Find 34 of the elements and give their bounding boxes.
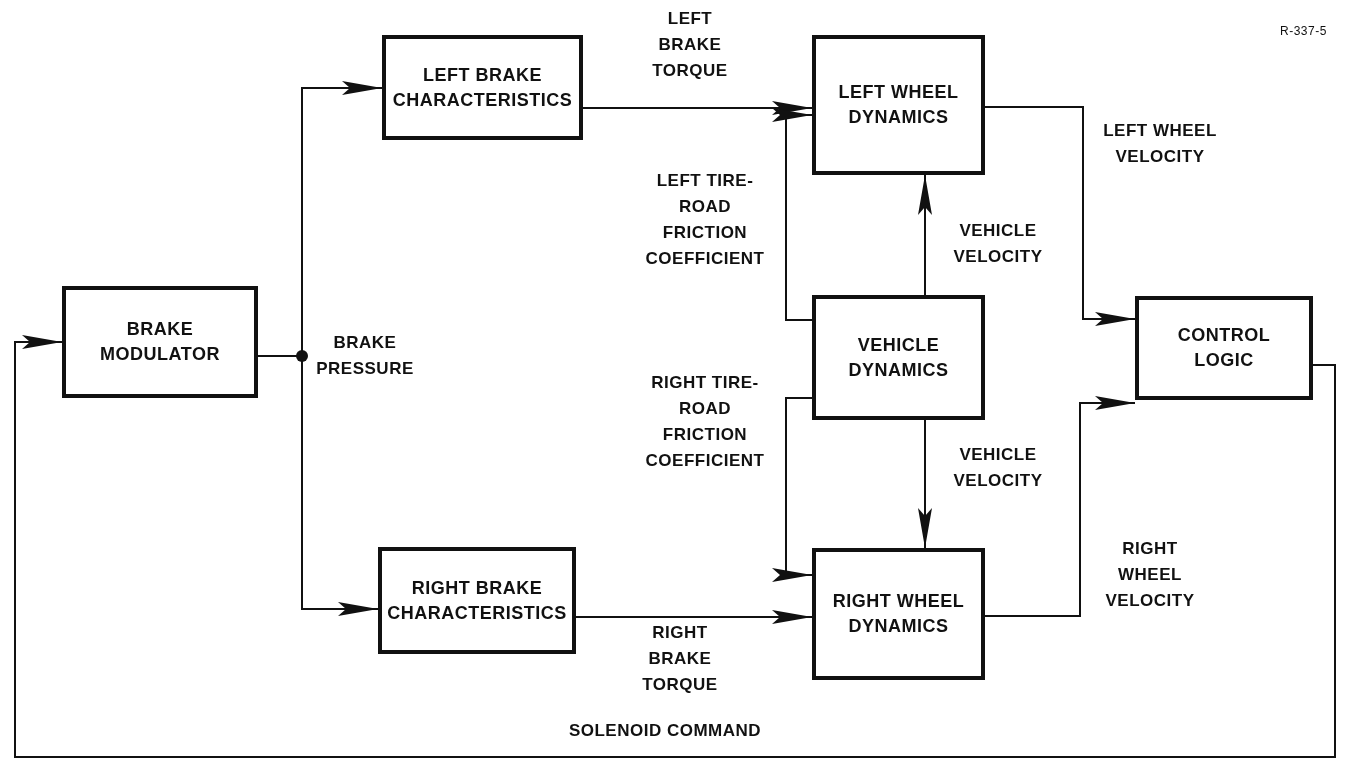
block-label: RIGHT BRAKE CHARACTERISTICS [387, 576, 567, 625]
block-box [378, 547, 576, 654]
block-box [812, 35, 985, 175]
block-label: BRAKE MODULATOR [99, 318, 221, 366]
arrow [575, 610, 813, 624]
block-box [382, 35, 583, 140]
block-label: CONTROL LOGIC [1176, 324, 1272, 372]
block-label: LEFT WHEEL DYNAMICS [837, 81, 960, 129]
arrow [582, 101, 813, 115]
figure-number: R-337-5 [1280, 24, 1327, 38]
arrow [772, 108, 813, 321]
arrow [772, 397, 813, 582]
block-box [812, 295, 985, 420]
edge-label: SOLENOID COMMAND [567, 720, 763, 742]
edge-label: LEFT WHEEL VELOCITY [1102, 120, 1218, 168]
edge-label: LEFT TIRE-ROAD FRICTION COEFFICIENT [644, 170, 766, 270]
block-box [62, 286, 258, 398]
edge-label: RIGHT TIRE-ROAD FRICTION COEFFICIENT [644, 372, 766, 472]
arrow [918, 419, 932, 549]
arrow [918, 174, 932, 296]
edge-label: LEFT BRAKE TORQUE [651, 8, 729, 82]
arrow [984, 396, 1136, 617]
edge-label: RIGHT WHEEL VELOCITY [1104, 538, 1196, 612]
edge-label: RIGHT BRAKE TORQUE [641, 622, 719, 696]
arrow [14, 335, 1336, 758]
block-label: RIGHT WHEEL DYNAMICS [831, 590, 966, 638]
edge-label: BRAKE PRESSURE [315, 332, 415, 380]
arrow [984, 106, 1136, 326]
block-label: LEFT BRAKE CHARACTERISTICS [392, 63, 573, 112]
block-box [812, 548, 985, 680]
edge-label: VEHICLE VELOCITY [952, 220, 1044, 268]
block-label: VEHICLE DYNAMICS [847, 333, 950, 382]
block-box [1135, 296, 1313, 400]
edge-label: VEHICLE VELOCITY [952, 444, 1044, 492]
